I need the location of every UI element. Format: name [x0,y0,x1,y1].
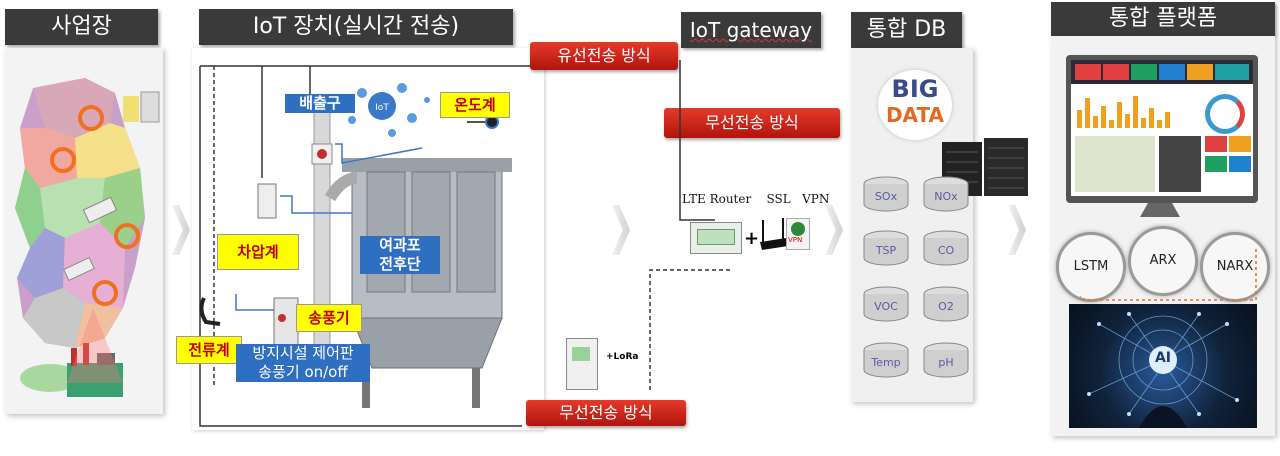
label-filter-line2: 전후단 [379,255,421,273]
arrow-chevron-3 [825,205,843,255]
header-gateway: IoT gateway [681,12,821,48]
ai-label: AI [1154,350,1172,366]
site-panel [5,48,163,414]
label-diff-pressure: 차압계 [217,234,299,270]
gateway-vpn: VPN [802,192,830,206]
db-item-co: CO [923,230,969,266]
label-filter: 여과포 전후단 [360,236,440,274]
big-data-logo: BIG DATA [878,70,952,140]
gateway-lte: LTE Router [682,192,752,206]
arrow-chevron-4 [1008,205,1026,255]
vpn-badge-text: VPN [788,236,803,244]
plus-sign: + [744,228,760,249]
ribbon-wired: 유선전송 방식 [530,42,678,70]
ribbon-wireless-bottom: 무선전송 방식 [526,400,686,426]
gateway-text-row: LTE Router SSL VPN [682,192,829,206]
vpn-badge: VPN [786,218,810,250]
gateway-links [649,60,730,390]
big-text: BIG [891,75,939,103]
db-item-o2: O2 [923,286,969,322]
data-text: DATA [885,103,945,127]
iot-device-panel: IoT 배출구 온도계 차압계 여과포 전후단 송풍기 전류계 방지시설 제어판… [176,48,544,430]
label-thermometer: 온도계 [440,92,510,118]
model-arx: ARX [1128,226,1198,296]
lora-device [566,338,598,390]
header-db: 통합 DB [851,12,962,48]
label-ammeter: 전류계 [176,336,242,364]
arrow-chevron-1 [172,205,190,255]
model-connector [1080,248,1257,301]
korea-map-illustration [15,78,160,397]
db-item-sox: SOx [863,176,909,212]
label-filter-line1: 여과포 [379,236,421,254]
ai-image: AI [1069,304,1257,428]
label-control-line1: 방지시설 제어판 [252,344,354,362]
db-item-ph: pH [923,342,969,378]
db-item-nox: NOx [923,176,969,212]
db-item-voc: VOC [863,286,909,322]
lte-router-device [690,222,742,254]
wifi-router-icon [760,218,788,250]
header-gateway-text: IoT gateway [689,18,813,42]
label-control-panel: 방지시설 제어판 송풍기 on/off [236,344,370,382]
header-iot-device: IoT 장치(실시간 전송) [199,9,513,45]
ribbon-wireless-top: 무선전송 방식 [664,108,840,138]
lora-label: +LoRa [606,352,639,362]
dashboard-screen [1071,60,1253,196]
label-exhaust: 배출구 [285,94,355,113]
label-control-line2: 송풍기 on/off [258,363,348,381]
db-item-temp: Temp [863,342,909,378]
monitor-stand [1140,203,1180,217]
svg-text:IoT: IoT [375,103,389,113]
model-narx: NARX [1200,232,1270,302]
label-blower: 송풍기 [296,304,362,332]
header-site: 사업장 [5,9,158,45]
db-item-tsp: TSP [863,230,909,266]
gateway-ssl: SSL [766,192,791,206]
header-platform: 통합 플랫폼 [1051,2,1275,36]
